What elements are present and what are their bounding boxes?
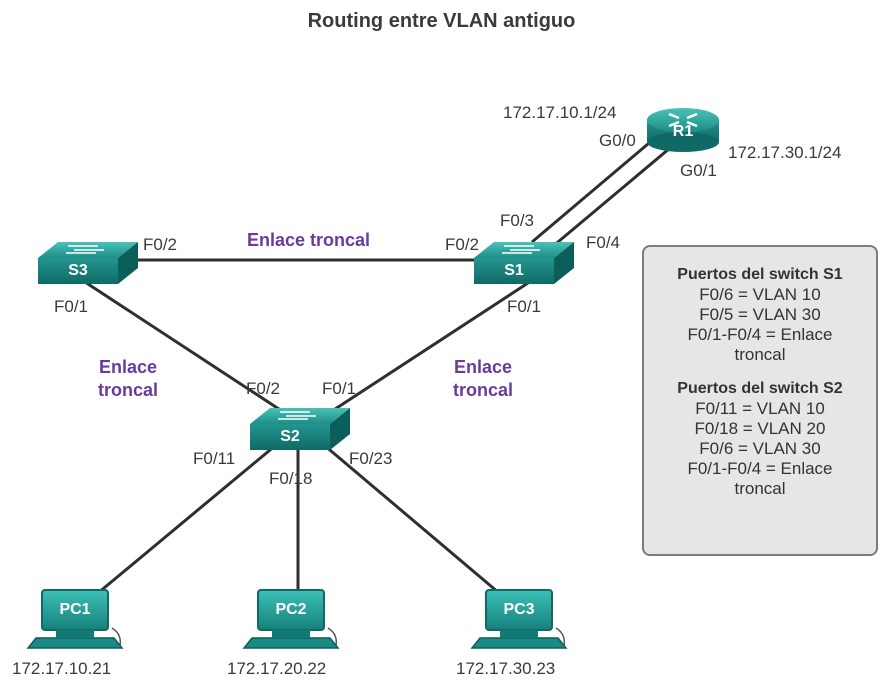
link-label-s1-s2-line1: Enlace bbox=[453, 357, 513, 377]
s1-port-f04: F0/4 bbox=[586, 233, 621, 252]
switch-icon bbox=[38, 242, 138, 284]
s1-port-f03: F0/3 bbox=[500, 211, 535, 230]
link-r1-s1-g00 bbox=[531, 136, 656, 244]
pc1-label: PC1 bbox=[59, 601, 91, 618]
s1-port-line: F0/1-F0/4 = Enlace bbox=[687, 325, 833, 344]
link-s2-pc3 bbox=[323, 443, 506, 600]
router-r1-label: R1 bbox=[672, 123, 694, 140]
pc-icon bbox=[242, 589, 340, 649]
s2-port-f018: F0/18 bbox=[269, 469, 313, 488]
pc1-ip: 172.17.10.21 bbox=[12, 659, 112, 678]
links bbox=[84, 136, 677, 600]
link-s3-s2 bbox=[84, 280, 289, 417]
switch-icon bbox=[250, 408, 350, 450]
s2-ports-heading: Puertos del switch S2 bbox=[677, 380, 843, 397]
pc3-label: PC3 bbox=[503, 601, 535, 618]
s2-port-f023: F0/23 bbox=[349, 449, 393, 468]
s1-port-line: F0/6 = VLAN 10 bbox=[699, 285, 821, 304]
s2-port-line: F0/1-F0/4 = Enlace bbox=[687, 459, 833, 478]
s1-port-line: F0/5 = VLAN 30 bbox=[699, 305, 821, 324]
s3-port-f02: F0/2 bbox=[143, 235, 178, 254]
pc-icon bbox=[26, 589, 124, 649]
s2-port-f011: F0/11 bbox=[193, 449, 236, 468]
pc2-ip: 172.17.20.22 bbox=[227, 659, 327, 678]
r1-port-g00: G0/0 bbox=[599, 131, 636, 150]
switch-s2-label: S2 bbox=[280, 428, 300, 445]
s2-port-f01: F0/1 bbox=[322, 379, 357, 398]
link-s2-pc1 bbox=[91, 443, 277, 600]
r1-ip-g00: 172.17.10.1/24 bbox=[503, 103, 617, 122]
s2-port-line: troncal bbox=[734, 479, 786, 498]
link-label-s3-s2-line2: troncal bbox=[97, 380, 158, 400]
link-r1-s1-g01 bbox=[551, 141, 677, 249]
s2-port-line: F0/11 = VLAN 10 bbox=[695, 399, 825, 418]
link-label-s1-s2-line2: troncal bbox=[452, 380, 513, 400]
ports-info-box: Puertos del switch S1 F0/6 = VLAN 10 F0/… bbox=[642, 245, 878, 556]
pc2-label: PC2 bbox=[275, 601, 307, 618]
s1-port-f01: F0/1 bbox=[507, 297, 542, 316]
link-label-s3-s1: Enlace troncal bbox=[247, 230, 371, 250]
r1-port-g01: G0/1 bbox=[680, 161, 717, 180]
r1-ip-g01: 172.17.30.1/24 bbox=[728, 143, 842, 162]
switch-s3-label: S3 bbox=[68, 262, 88, 279]
s1-port-f02: F0/2 bbox=[445, 235, 480, 254]
switch-icon bbox=[474, 242, 574, 284]
pc3-ip: 172.17.30.23 bbox=[456, 659, 556, 678]
s1-port-line: troncal bbox=[734, 345, 786, 364]
s2-port-line: F0/6 = VLAN 30 bbox=[699, 439, 821, 458]
diagram-title: Routing entre VLAN antiguo bbox=[307, 10, 576, 32]
s2-port-line: F0/18 = VLAN 20 bbox=[694, 419, 826, 438]
s2-port-f02: F0/2 bbox=[246, 379, 281, 398]
switch-s1-label: S1 bbox=[504, 262, 524, 279]
s1-ports-heading: Puertos del switch S1 bbox=[677, 266, 843, 283]
link-s1-s2 bbox=[325, 281, 529, 417]
link-label-s3-s2-line1: Enlace bbox=[98, 357, 158, 377]
pc-icon bbox=[470, 589, 568, 649]
router-icon bbox=[647, 108, 719, 152]
s3-port-f01: F0/1 bbox=[54, 297, 89, 316]
